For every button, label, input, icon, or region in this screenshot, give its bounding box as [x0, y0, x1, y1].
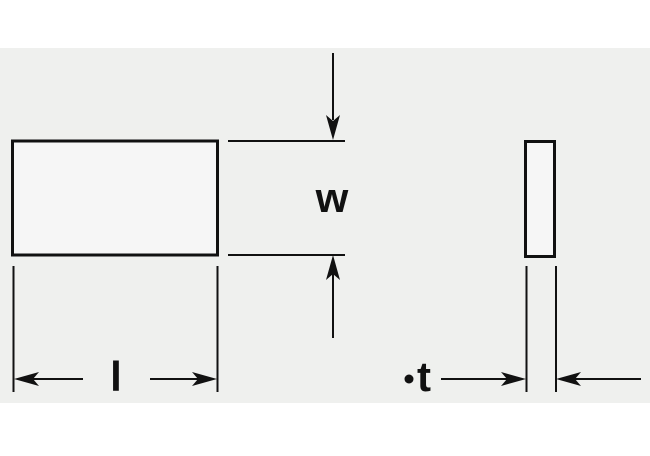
thickness-label: t	[417, 353, 431, 400]
thickness-dimension: t	[404, 266, 641, 400]
right-arrowhead-icon	[501, 372, 526, 386]
length-label: l	[110, 353, 122, 400]
up-arrowhead-icon	[326, 255, 340, 280]
right-arrowhead-icon	[192, 372, 217, 386]
block-front-view	[11, 139, 219, 257]
block-side-view	[524, 140, 556, 258]
down-arrowhead-icon	[326, 115, 340, 140]
width-dimension: w	[228, 53, 349, 338]
left-arrowhead-icon	[14, 372, 39, 386]
bullet-icon	[404, 374, 414, 384]
left-arrowhead-icon	[556, 372, 581, 386]
length-dimension: l	[12, 266, 219, 400]
width-label: w	[315, 174, 349, 221]
